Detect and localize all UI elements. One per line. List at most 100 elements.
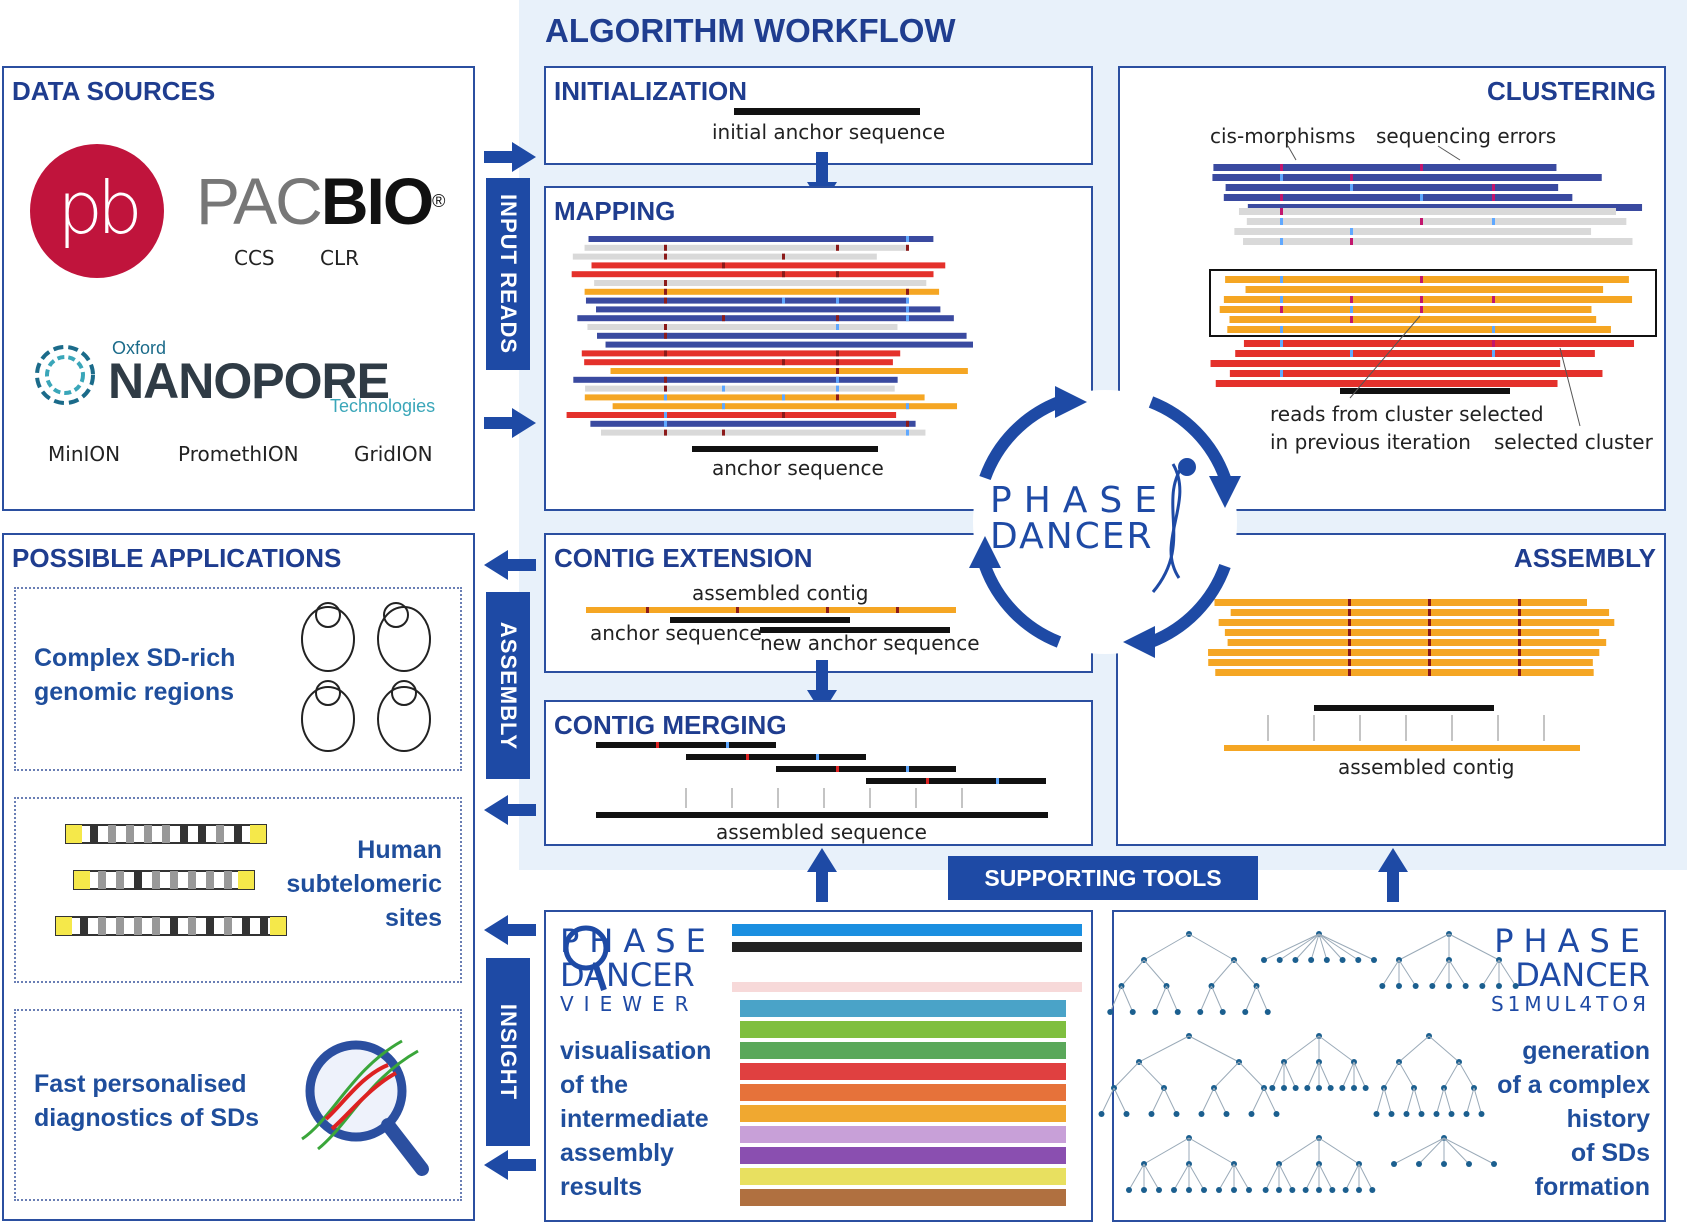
read-bar: [1229, 316, 1597, 323]
variant-mark: [722, 315, 725, 322]
assembly-graphic: [1208, 599, 1615, 751]
tree-edge: [1278, 1137, 1320, 1165]
viewer-desc-1: visualisation: [560, 1037, 712, 1065]
read-bar: [1219, 306, 1592, 313]
dancer-head-icon: [1178, 458, 1196, 476]
variant-mark: [1280, 306, 1283, 313]
clustering-title: CLUSTERING: [1487, 76, 1656, 106]
read-bar: [584, 244, 908, 251]
tree-edge: [1318, 933, 1328, 961]
clustering-reads-graphic: [1209, 145, 1657, 427]
contig-merging-panel: CONTIG MERGING assembled sequence: [544, 700, 1093, 846]
variant-mark: [906, 315, 909, 322]
sim-desc-2: of a complex: [1497, 1071, 1650, 1099]
cis-morphisms-label: cis-morphisms: [1210, 124, 1356, 148]
read-bar: [584, 359, 893, 366]
variant-mark: [1428, 609, 1431, 616]
variant-mark: [1280, 370, 1283, 377]
variant-mark: [664, 412, 667, 418]
variant-mark: [722, 403, 725, 410]
variant-mark: [1280, 340, 1283, 347]
tree-node: [1269, 1085, 1276, 1091]
application-subtelomeric: Human subtelomeric sites: [14, 797, 462, 983]
variant-mark: [816, 754, 819, 760]
contig-extension-graphic: [586, 607, 956, 633]
read-bar: [588, 236, 934, 242]
tree-node: [1276, 1187, 1282, 1193]
tree-edge: [1398, 1035, 1430, 1063]
variant-mark: [664, 280, 667, 286]
variant-mark: [1428, 629, 1431, 636]
variant-mark: [664, 288, 667, 295]
tree-node: [1418, 1111, 1425, 1117]
read-bar: [1243, 340, 1635, 347]
read-bar: [1212, 174, 1602, 181]
magnifier-icon: [563, 925, 609, 991]
sim-logo-dancer: DANCER: [1515, 956, 1650, 994]
tree-node: [1156, 1187, 1162, 1193]
clustering-panel: CLUSTERING cis-morphisms sequencing erro…: [1118, 66, 1666, 511]
tree-edge: [1138, 1035, 1190, 1063]
variant-mark: [836, 350, 839, 357]
variant-mark: [1420, 296, 1423, 303]
applications-panel: POSSIBLE APPLICATIONS Complex SD-rich ge…: [2, 533, 475, 1221]
cycle-graphic: [969, 386, 1241, 658]
center-dancer: DANCER: [990, 516, 1154, 557]
contig-bar: [596, 742, 776, 748]
tree-node: [1201, 1187, 1207, 1193]
tree-edge: [1436, 1087, 1445, 1115]
pacbio-logo-icon: pb: [30, 144, 164, 278]
read-bar: [1247, 204, 1643, 211]
mapping-reads-graphic: [566, 236, 973, 452]
variant-mark: [664, 385, 667, 392]
variant-mark: [996, 778, 999, 784]
tree-node: [1126, 1187, 1132, 1193]
tree-edge: [1398, 1061, 1415, 1089]
chromosome-band: [188, 871, 196, 889]
variant-mark: [836, 271, 839, 278]
phylogeny-trees-graphic: [1098, 931, 1519, 1193]
tree-edge: [1173, 1163, 1190, 1191]
read-bar: [1243, 238, 1633, 245]
tree-node: [1261, 957, 1267, 963]
device-gridion: GridION: [354, 442, 433, 466]
variant-mark: [1492, 350, 1495, 357]
read-bar: [585, 297, 908, 304]
viewer-panel: PHASE DANCER VIEWER visualisation of the…: [544, 910, 1093, 1222]
variant-mark: [1350, 350, 1353, 357]
variant-mark: [836, 315, 839, 322]
tree-node: [1098, 1111, 1105, 1117]
variant-mark: [836, 244, 839, 251]
viewer-desc-5: results: [560, 1173, 642, 1201]
arrow-left-icon: [484, 795, 536, 825]
tree-node: [1388, 1111, 1395, 1117]
tree-edge: [1481, 959, 1500, 987]
variant-mark: [1348, 619, 1351, 626]
tree-edge: [1383, 1061, 1400, 1089]
tree-edge: [1143, 1137, 1190, 1165]
tree-edge: [1318, 933, 1359, 961]
tree-node: [1302, 1187, 1309, 1193]
assembled-sequence-label: assembled sequence: [716, 820, 927, 844]
read-bar: [597, 332, 967, 339]
read-bar: [1227, 639, 1607, 646]
read-bar: [605, 341, 973, 348]
chromosome-band: [152, 871, 160, 889]
tree-edge: [1256, 985, 1269, 1013]
assembly-title: ASSEMBLY: [1513, 543, 1656, 573]
tree-node: [1362, 1085, 1369, 1091]
tree-node: [1264, 1009, 1271, 1015]
tree-node: [1141, 1187, 1147, 1193]
variant-mark: [664, 332, 667, 339]
tree-node: [1329, 1187, 1336, 1193]
tree-node: [1356, 1187, 1362, 1193]
tree-node: [1292, 1085, 1299, 1091]
tree-edge: [1151, 1087, 1165, 1115]
tree-edge: [1466, 1087, 1475, 1115]
tree-edge: [1498, 959, 1517, 987]
read-bar: [584, 288, 940, 295]
app1-line1: Complex SD-rich: [34, 644, 236, 672]
read-bar: [1224, 629, 1600, 636]
variant-mark: [1280, 218, 1283, 225]
variant-mark: [1350, 184, 1353, 191]
